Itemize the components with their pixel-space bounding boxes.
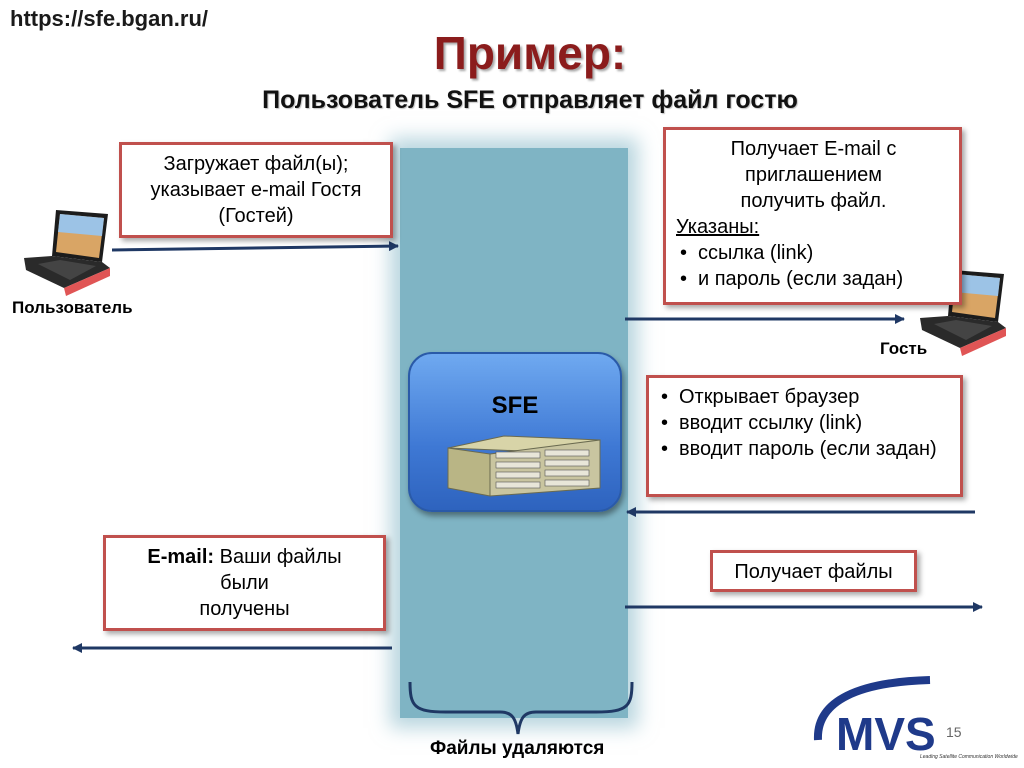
list-item: вводит ссылку (link): [657, 410, 952, 436]
guest-email-line-2: приглашением: [744, 164, 883, 186]
sfe-label: SFE: [491, 392, 539, 419]
upload-line-3: (Гостей): [218, 205, 294, 227]
guest-label: Гость: [880, 339, 928, 358]
logo-tagline: Leading Satellite Communication Worldwid…: [920, 754, 1018, 760]
guest-email-line-3: получить файл.: [740, 190, 887, 212]
guest-email-box: Получает E-mail с приглашением получить …: [663, 127, 962, 305]
list-item: ссылка (link): [676, 240, 951, 266]
laptop-icon: [920, 270, 1006, 356]
received-files-text: Получает файлы: [734, 561, 893, 583]
upload-box: Загружает файл(ы); указывает e-mail Гост…: [119, 142, 393, 238]
upload-line-1: Загружает файл(ы);: [163, 153, 349, 175]
notify-line-2: были: [220, 572, 269, 594]
list-item: вводит пароль (если задан): [657, 436, 952, 462]
notify-text-1: Ваши файлы: [219, 546, 342, 568]
mvs-logo-icon: MVS Leading Satellite Communication Worl…: [813, 676, 1018, 760]
slide-title: Пример:: [433, 27, 627, 79]
url-text: https://sfe.bgan.ru/: [10, 6, 208, 31]
guest-email-specified: Указаны:: [676, 216, 760, 238]
list-item: Открывает браузер: [657, 384, 952, 410]
list-item: и пароль (если задан): [676, 266, 951, 292]
guest-email-line-1: Получает E-mail с: [730, 138, 897, 160]
laptop-icon: [24, 210, 110, 296]
page-number: 15: [946, 724, 962, 740]
notify-prefix: E-mail:: [147, 546, 215, 568]
notify-line-1: E-mail: Ваши файлы: [106, 544, 383, 570]
browser-steps-box: Открывает браузер вводит ссылку (link) в…: [646, 375, 963, 497]
arrow-upload: [111, 241, 399, 252]
brace: [408, 681, 634, 735]
notify-line-3: получены: [199, 598, 290, 620]
browser-bullets: Открывает браузер вводит ссылку (link) в…: [657, 384, 952, 462]
logo-text: MVS: [836, 708, 936, 760]
guest-email-bullets: ссылка (link) и пароль (если задан): [676, 240, 951, 292]
footer-label: Файлы удаляются: [430, 738, 605, 759]
notify-box: E-mail: Ваши файлы были получены: [103, 535, 386, 631]
user-label: Пользователь: [12, 298, 133, 317]
upload-line-2: указывает e-mail Гостя: [150, 179, 362, 201]
server-icon: [447, 435, 601, 497]
slide-subtitle: Пользователь SFE отправляет файл гостю: [262, 86, 798, 114]
received-files-box: Получает файлы: [710, 550, 917, 592]
